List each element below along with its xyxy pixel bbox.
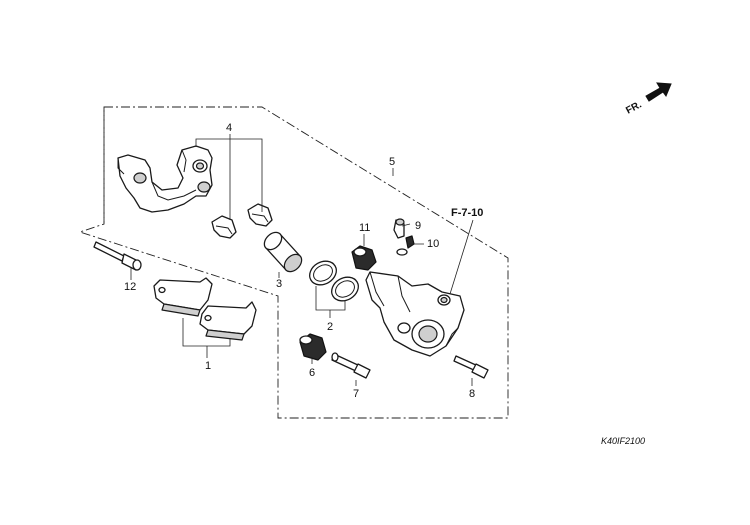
pin-bolt-7 xyxy=(331,352,371,379)
callout-11: 11 xyxy=(359,222,370,234)
callout-2: 2 xyxy=(327,321,333,333)
bleed-valve-and-cap xyxy=(393,218,415,256)
pad-retainer-springs xyxy=(211,203,273,239)
callout-7: 7 xyxy=(353,388,359,400)
brake-pads xyxy=(153,277,257,341)
callout-12: 12 xyxy=(124,281,136,293)
callout-5: 5 xyxy=(389,156,395,168)
caliper-bolt-12 xyxy=(93,241,142,271)
callout-1: 1 xyxy=(205,360,211,372)
direction-label: FR. xyxy=(624,99,644,116)
leader-lines xyxy=(130,134,474,386)
caliper-piston xyxy=(263,231,303,273)
front-direction-arrow: FR. xyxy=(624,82,672,117)
assembly-outline xyxy=(78,106,509,419)
callout-4: 4 xyxy=(226,122,232,134)
arrow-icon xyxy=(645,82,672,102)
callout-10: 10 xyxy=(427,238,439,250)
caliper-body xyxy=(365,271,465,357)
pin-boot-6 xyxy=(299,333,327,361)
section-reference-label: F-7-10 xyxy=(451,207,483,219)
callout-6: 6 xyxy=(309,367,315,379)
piston-seals xyxy=(309,260,359,302)
callout-3: 3 xyxy=(276,278,282,290)
figure-code: K40IF2100 xyxy=(601,436,645,446)
caliper-bolt-8 xyxy=(453,355,489,379)
callout-9: 9 xyxy=(415,220,421,232)
caliper-bracket xyxy=(117,145,213,213)
pin-boot-11 xyxy=(351,245,377,271)
callout-8: 8 xyxy=(469,388,475,400)
